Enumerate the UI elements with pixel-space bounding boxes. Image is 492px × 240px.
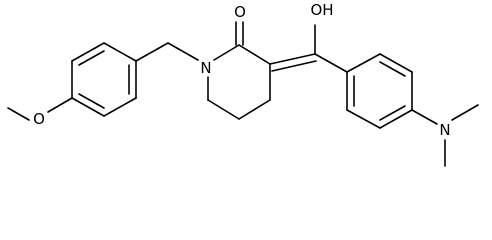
carbonyl-oxygen-label: O <box>234 3 246 21</box>
piperidinone-ring <box>207 44 271 120</box>
methoxy-group <box>7 97 73 121</box>
hydroxyl-label: OH <box>310 1 333 19</box>
amine-bond <box>411 109 438 125</box>
aryl-link-bond <box>314 53 348 73</box>
exocyclic-double-bond <box>269 53 317 72</box>
methoxyphenyl-ring <box>71 42 137 117</box>
dimethyl-groups <box>444 104 479 167</box>
methoxy-oxygen-label: O <box>33 110 45 128</box>
aminophenyl-ring <box>346 53 413 129</box>
ring-nitrogen-label: N <box>200 59 211 77</box>
structure-drawing: O N O OH N <box>7 1 479 167</box>
molecule-canvas: O N O OH N <box>7 1 479 167</box>
benzyl-linker <box>135 42 199 62</box>
carbonyl-double-bond <box>235 21 244 46</box>
amine-nitrogen-label: N <box>439 121 450 139</box>
